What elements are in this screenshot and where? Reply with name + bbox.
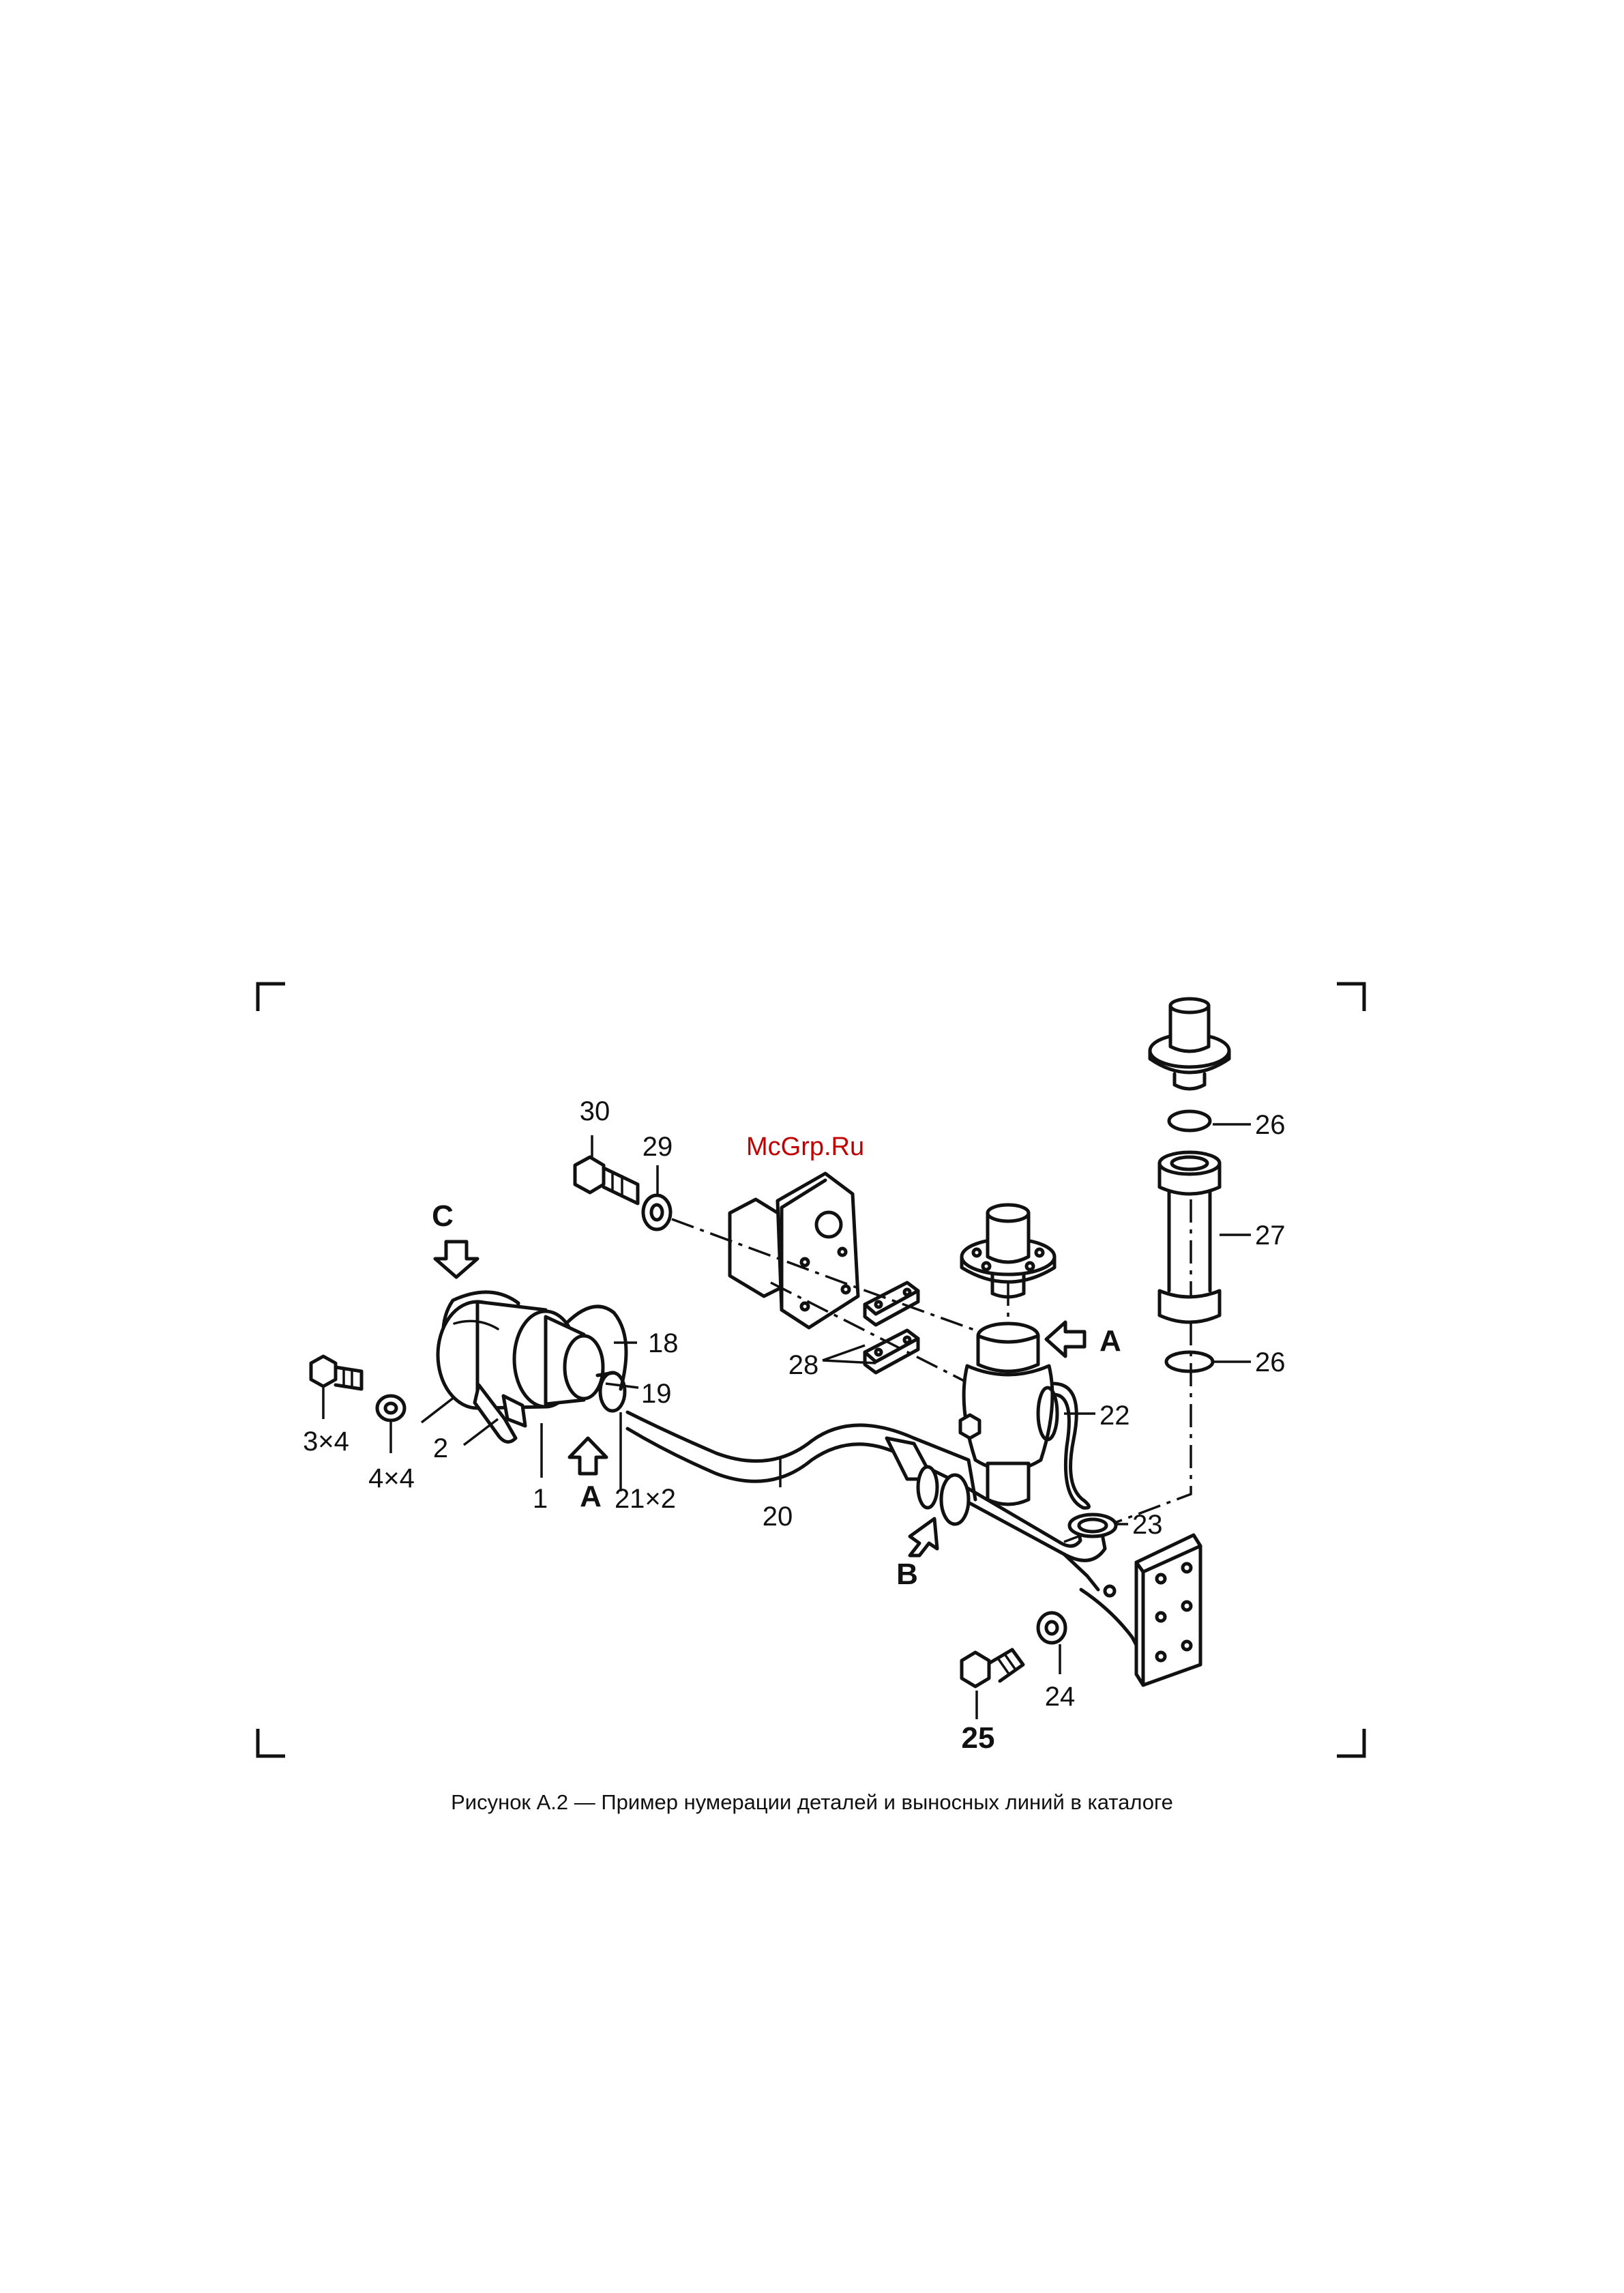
watermark: McGrp.Ru — [746, 1133, 864, 1161]
label-20: 20 — [763, 1502, 793, 1532]
label-23: 23 — [1132, 1510, 1163, 1540]
o-ring-26-lower — [1166, 1352, 1213, 1371]
bolt-30 — [575, 1157, 638, 1203]
clamp-28-lower — [865, 1330, 918, 1373]
washer-29 — [643, 1195, 670, 1229]
label-26-lower: 26 — [1255, 1347, 1286, 1377]
label-24: 24 — [1045, 1682, 1076, 1712]
bolt-25 — [962, 1650, 1023, 1686]
view-label-c: C — [432, 1199, 454, 1233]
filter-assembly-1 — [438, 1292, 626, 1442]
label-2: 2 — [433, 1433, 448, 1463]
label-25: 25 — [962, 1721, 995, 1755]
mounting-plate — [1136, 1535, 1200, 1685]
washer-4 — [377, 1396, 404, 1420]
label-4x4: 4×4 — [368, 1463, 415, 1493]
hose-20 — [628, 1412, 975, 1524]
tube-27 — [1160, 1152, 1220, 1322]
label-19: 19 — [641, 1379, 672, 1409]
figure-caption: Рисунок А.2 — Пример нумерации деталей и… — [0, 1790, 1624, 1815]
o-ring-26-upper — [1169, 1111, 1210, 1130]
label-21x2: 21×2 — [615, 1484, 676, 1514]
label-27: 27 — [1255, 1221, 1286, 1251]
view-arrow-a-left: A — [570, 1438, 606, 1513]
view-label-a-left: A — [580, 1480, 602, 1513]
view-arrow-a-right: A — [1046, 1322, 1121, 1358]
view-label-a-right: A — [1099, 1324, 1121, 1358]
label-3x4: 3×4 — [303, 1427, 349, 1457]
view-arrow-b: B — [896, 1519, 937, 1591]
label-1: 1 — [533, 1484, 548, 1514]
label-18: 18 — [648, 1328, 679, 1358]
flange-fitting — [962, 1205, 1054, 1297]
washer-24 — [1038, 1613, 1065, 1643]
fitting-top — [1150, 999, 1229, 1089]
label-28: 28 — [788, 1350, 819, 1380]
valve-body-22 — [960, 1324, 1089, 1508]
label-30: 30 — [580, 1096, 610, 1126]
bracket — [730, 1173, 858, 1328]
bolt-3 — [311, 1356, 361, 1389]
view-label-b: B — [896, 1558, 918, 1591]
view-arrow-c: C — [432, 1199, 477, 1277]
label-29: 29 — [643, 1132, 673, 1162]
label-26-upper: 26 — [1255, 1110, 1286, 1140]
label-22: 22 — [1099, 1401, 1130, 1431]
clamp-28-upper — [865, 1283, 918, 1325]
